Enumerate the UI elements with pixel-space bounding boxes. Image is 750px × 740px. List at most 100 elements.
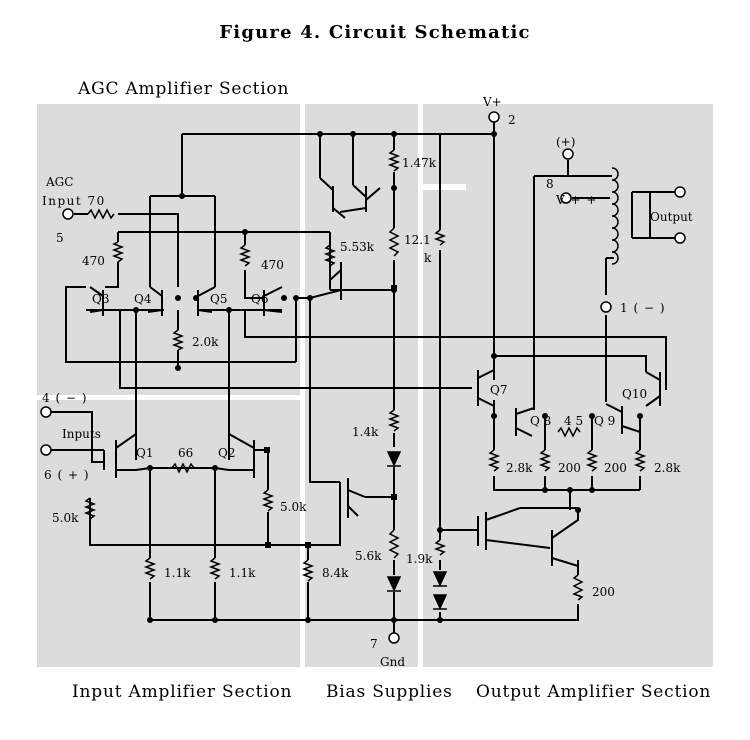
- resistor-70: [87, 208, 115, 220]
- resistor-1-47k: [387, 149, 401, 172]
- terminal-output-a: [674, 186, 686, 198]
- label-r1-47k: 1.47k: [402, 156, 437, 170]
- resistor-1-4k: [387, 409, 401, 432]
- label-pin7: 7: [370, 637, 378, 651]
- diode-4: [432, 594, 448, 610]
- resistor-200-b: [585, 449, 599, 472]
- resistor-470-left: [111, 241, 125, 263]
- resistor-1-9k-top: [433, 229, 447, 246]
- agc-section-label: AGC Amplifier Section: [78, 79, 290, 99]
- figure-title: Figure 4. Circuit Schematic: [219, 22, 531, 43]
- label-q2: Q2: [218, 446, 235, 460]
- resistor-2k: [171, 329, 185, 351]
- component-labels: V+ 2 AGC Input 70 5 470 470 Q3 Q4 Q5 Q6 …: [42, 95, 693, 669]
- label-r200-a: 200: [558, 461, 581, 475]
- label-r1-4k: 1.4k: [352, 425, 379, 439]
- resistor-2-8k-right: [633, 449, 647, 472]
- resistor-2-8k-left: [487, 449, 501, 472]
- resistor-5k-left: [83, 497, 97, 520]
- resistor-5-6k: [388, 529, 400, 559]
- terminals: [40, 111, 686, 644]
- resistor-1-1k-b: [208, 557, 222, 580]
- resistor-1-9k: [433, 539, 447, 556]
- label-r5k-left: 5.0k: [52, 511, 79, 525]
- label-r2-8k-right: 2.8k: [654, 461, 681, 475]
- resistor-12-1k: [388, 227, 400, 257]
- terminal-output-b: [674, 232, 686, 244]
- resistor-8-4k: [301, 559, 315, 582]
- label-agc-input: Input 70: [42, 194, 106, 208]
- resistor-200-c: [572, 574, 584, 601]
- transformer-coil: [611, 167, 619, 265]
- label-vpp: V + +: [555, 193, 597, 207]
- input-section-label: Input Amplifier Section: [72, 682, 293, 702]
- label-pin8: 8: [546, 177, 554, 191]
- resistor-1-1k-a: [143, 557, 157, 580]
- diode-3: [432, 571, 448, 587]
- label-r200-b: 200: [604, 461, 627, 475]
- label-r12-1-k: k: [424, 251, 432, 265]
- label-pin2: 2: [508, 113, 516, 127]
- terminal-pin8: [562, 148, 574, 160]
- terminal-agc-input: [62, 208, 74, 220]
- label-q7: Q7: [490, 383, 507, 397]
- terminal-pin1: [600, 301, 612, 313]
- label-r470-right: 470: [261, 258, 284, 272]
- label-q5: Q5: [210, 292, 227, 306]
- transistors: [89, 177, 661, 567]
- section-backgrounds: [37, 104, 713, 667]
- resistor-45: [557, 426, 581, 438]
- output-section-label: Output Amplifier Section: [476, 682, 712, 702]
- resistors: [83, 149, 647, 601]
- label-r200-c: 200: [592, 585, 615, 599]
- label-q9: Q 9: [594, 414, 615, 428]
- terminal-pin6: [40, 444, 52, 456]
- label-r5k-right: 5.0k: [280, 500, 307, 514]
- resistor-66: [171, 462, 195, 474]
- label-r5-6k: 5.6k: [355, 549, 382, 563]
- label-r2-8k-left: 2.8k: [506, 461, 533, 475]
- label-pin1: 1 ( − ): [620, 301, 666, 315]
- resistor-5-53k: [323, 244, 337, 267]
- terminal-gnd: [388, 632, 400, 644]
- square-nodes: [264, 285, 397, 548]
- label-r5-53k: 5.53k: [340, 240, 375, 254]
- label-pin6: 6 ( + ): [44, 468, 90, 482]
- label-r8-4k: 8.4k: [322, 566, 349, 580]
- label-r66: 66: [178, 446, 193, 460]
- resistor-470-right: [238, 244, 252, 267]
- label-output: Output: [650, 210, 693, 224]
- label-q3: Q3: [92, 292, 109, 306]
- label-r12-1: 12.1: [404, 233, 431, 247]
- label-vplus: V+: [482, 95, 502, 109]
- resistor-5k-right: [261, 489, 275, 512]
- label-r470-left: 470: [82, 254, 105, 268]
- label-gnd: Gnd: [380, 655, 405, 669]
- terminal-vplus: [488, 111, 500, 123]
- diodes: [386, 451, 448, 610]
- terminal-vpp: [560, 192, 572, 204]
- label-q4: Q4: [134, 292, 152, 306]
- label-r1-1k-a: 1.1k: [164, 566, 191, 580]
- label-pin5: 5: [56, 231, 64, 245]
- label-r2k: 2.0k: [192, 335, 219, 349]
- label-r1-1k-b: 1.1k: [229, 566, 256, 580]
- label-pin4: 4 ( − ): [42, 391, 88, 405]
- label-agc: AGC: [45, 175, 73, 189]
- resistor-200-a: [538, 449, 552, 472]
- label-r45: 4 5: [564, 414, 583, 428]
- junction-dots: [133, 131, 643, 623]
- label-q8: Q 8: [530, 414, 551, 428]
- label-plus: (+): [556, 135, 575, 149]
- diode-2: [386, 576, 402, 592]
- label-r1-9k: 1.9k: [406, 552, 433, 566]
- label-q10: Q10: [622, 387, 647, 401]
- label-q1: Q1: [136, 446, 153, 460]
- bias-section-label: Bias Supplies: [326, 682, 453, 702]
- terminal-pin4: [40, 406, 52, 418]
- label-inputs: Inputs: [62, 427, 101, 441]
- diode-1: [386, 451, 402, 467]
- wires: [50, 122, 676, 634]
- label-q6: Q6: [251, 292, 268, 306]
